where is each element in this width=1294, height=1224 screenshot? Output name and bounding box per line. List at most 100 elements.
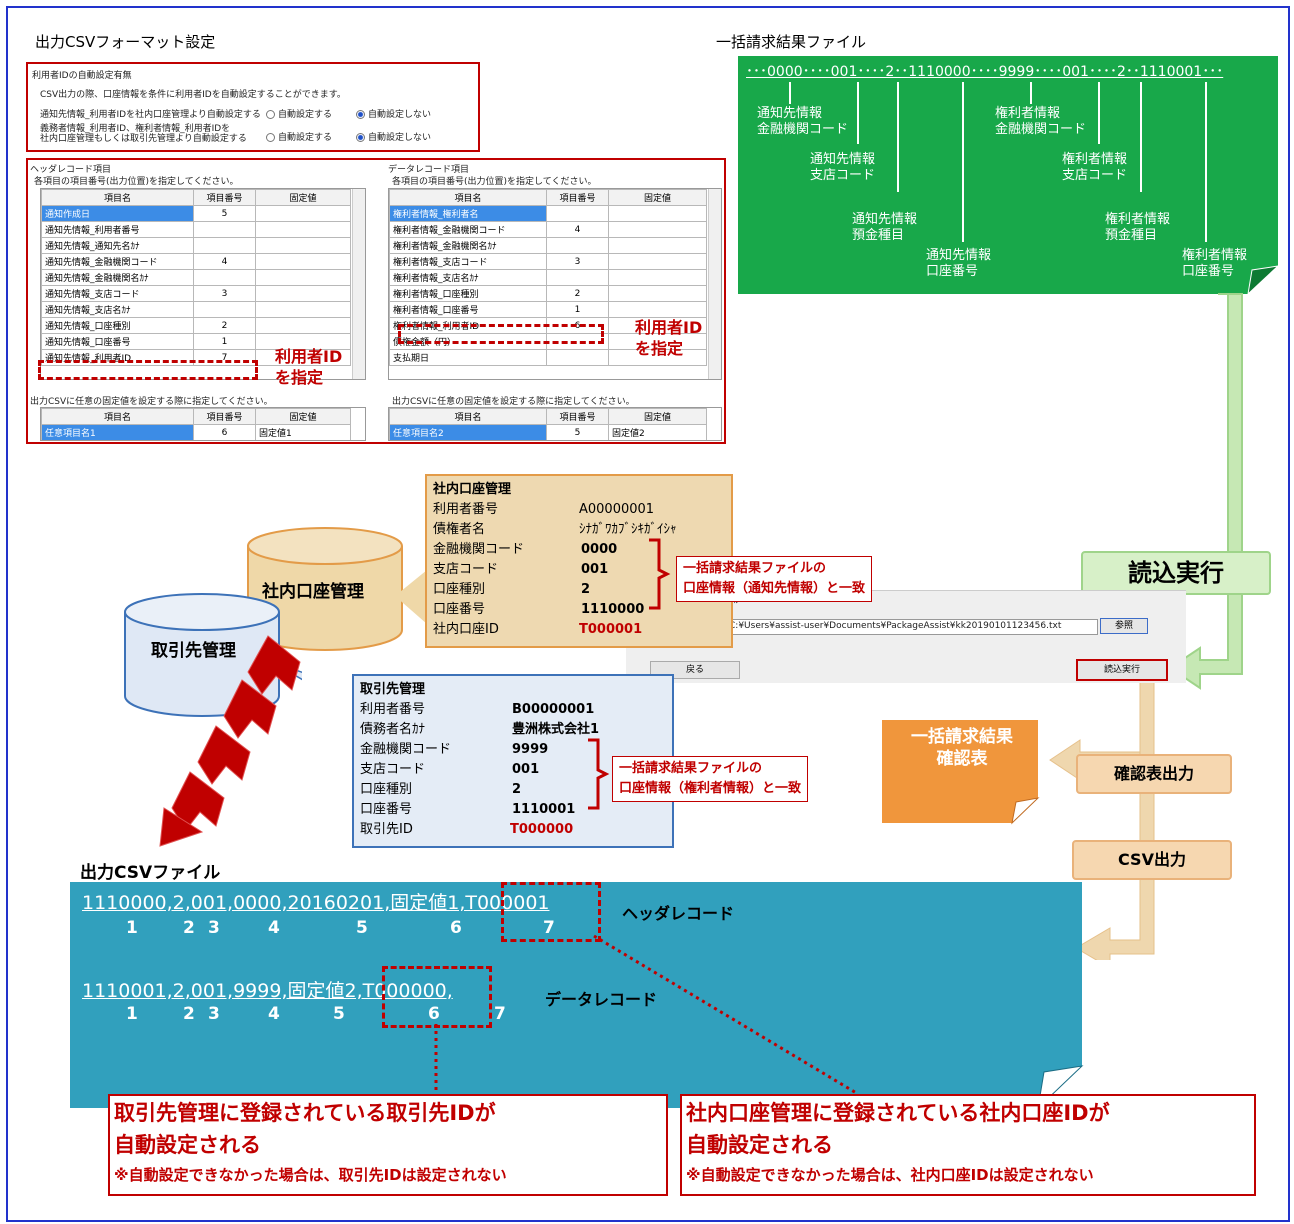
brace-icon bbox=[649, 538, 671, 610]
cell[interactable]: 固定値1 bbox=[255, 424, 351, 440]
confirm-output-label: 確認表出力 bbox=[1076, 754, 1232, 794]
csv-num: 1 bbox=[126, 918, 138, 938]
header-sub: 各項目の項目番号(出力位置)を指定してください。 bbox=[34, 177, 239, 187]
table-row[interactable]: 権利者情報_金融機関名ｶﾅ bbox=[389, 237, 707, 254]
partner-value: 豊洲株式会社1 bbox=[512, 722, 600, 737]
header-fixed-sub: 出力CSVに任意の固定値を設定する際に指定してください。 bbox=[30, 397, 273, 407]
col-number: 項目番号 bbox=[546, 189, 609, 206]
table-row[interactable]: 通知先情報_金融機関名ｶﾅ bbox=[41, 269, 351, 286]
file-path-input[interactable]: C:¥Users¥assist-user¥Documents¥PackageAs… bbox=[726, 619, 1098, 635]
header-scrollbar[interactable] bbox=[352, 189, 365, 379]
note-line: 取引先管理に登録されている取引先IDが bbox=[114, 1101, 496, 1125]
data-scrollbar[interactable] bbox=[708, 189, 721, 379]
internal-id-note: 社内口座管理に登録されている社内口座IDが 自動設定される ※自動設定できなかっ… bbox=[680, 1094, 1256, 1196]
note-line: ※自動設定できなかった場合は、取引先IDは設定されない bbox=[114, 1166, 507, 1184]
outer-frame bbox=[6, 6, 1290, 1222]
partner-value: 1110001 bbox=[512, 802, 576, 817]
note-line: ※自動設定できなかった場合は、社内口座IDは設定されない bbox=[686, 1166, 1094, 1184]
col-name: 項目名 bbox=[389, 408, 547, 425]
col-number: 項目番号 bbox=[546, 408, 609, 425]
partner-title: 取引先管理 bbox=[360, 682, 426, 697]
partner-row: 支店コード bbox=[360, 762, 426, 777]
partner-db-label: 取引先管理 bbox=[151, 641, 236, 661]
cell[interactable]: 6 bbox=[193, 424, 256, 440]
label-notice-bank: 通知先情報金融機関コード bbox=[757, 106, 849, 137]
partner-value: T000000 bbox=[510, 822, 574, 837]
auto-heading: 利用者IDの自動設定有無 bbox=[32, 71, 132, 81]
internal-value: 1110000 bbox=[581, 602, 645, 617]
internal-row: 債権者名 bbox=[433, 522, 486, 537]
auto-row1-off[interactable]: 自動設定しない bbox=[356, 107, 431, 120]
pointer-line bbox=[1098, 82, 1100, 144]
partner-value: 001 bbox=[512, 762, 540, 777]
csv-header-id-highlight bbox=[501, 882, 601, 942]
partner-id-note: 取引先管理に登録されている取引先IDが 自動設定される ※自動設定できなかった場… bbox=[108, 1094, 668, 1196]
auto-row1-on[interactable]: 自動設定する bbox=[266, 107, 332, 120]
pointer-line bbox=[789, 82, 791, 104]
pointer-line bbox=[962, 82, 964, 242]
col-number: 項目番号 bbox=[193, 408, 256, 425]
data-fixed-sub: 出力CSVに任意の固定値を設定する際に指定してください。 bbox=[392, 397, 635, 407]
auto-row2-off[interactable]: 自動設定しない bbox=[356, 130, 431, 143]
csv-num: 5 bbox=[356, 918, 368, 938]
csv-num: 3 bbox=[208, 918, 220, 938]
pointer-line bbox=[897, 82, 899, 192]
read-exec-label: 読込実行 bbox=[1081, 551, 1271, 595]
pointer-line bbox=[857, 82, 859, 144]
internal-value: 001 bbox=[581, 562, 609, 577]
table-row[interactable]: 権利者情報_権利者名 bbox=[389, 205, 707, 222]
internal-value: ｼﾅｶﾞﾜｶﾌﾞｼｷｶﾞｲｼｬ bbox=[579, 522, 677, 537]
pointer-line bbox=[1205, 82, 1207, 242]
data-userid-highlight bbox=[398, 324, 604, 344]
csv-num: 6 bbox=[450, 918, 462, 938]
csv-num: 7 bbox=[494, 1004, 506, 1024]
read-exec-button[interactable]: 読込実行 bbox=[1076, 659, 1168, 681]
brace-icon bbox=[588, 738, 610, 810]
cell[interactable]: 固定値2 bbox=[608, 424, 707, 440]
csv-num: 7 bbox=[543, 918, 555, 938]
internal-row: 支店コード bbox=[433, 562, 499, 577]
partner-match-label: 一括請求結果ファイルの口座情報（権利者情報）と一致 bbox=[612, 756, 809, 802]
table-row[interactable]: 支払期日 bbox=[389, 349, 707, 366]
auto-setting-panel: 利用者IDの自動設定有無 CSV出力の際、口座情報を条件に利用者IDを自動設定す… bbox=[26, 62, 480, 152]
csv-output-label: CSV出力 bbox=[1072, 840, 1232, 880]
auto-row2-on[interactable]: 自動設定する bbox=[266, 130, 332, 143]
csv-data-record-name: データレコード bbox=[545, 990, 658, 1009]
confirm-doc bbox=[882, 720, 1040, 825]
csv-header-record-name: ヘッダレコード bbox=[622, 904, 735, 923]
internal-row: 金融機関コード bbox=[433, 542, 525, 557]
label-right-type: 権利者情報預金種目 bbox=[1105, 212, 1171, 243]
cell[interactable] bbox=[255, 349, 351, 366]
label-notice-branch: 通知先情報支店コード bbox=[810, 152, 876, 183]
partner-value: 9999 bbox=[512, 742, 549, 757]
red-chevron-arrow bbox=[159, 635, 301, 847]
partner-row: 利用者番号 bbox=[360, 702, 426, 717]
csv-num: 4 bbox=[268, 1004, 280, 1024]
note-line: 自動設定される bbox=[114, 1133, 261, 1157]
internal-value: 2 bbox=[581, 582, 591, 597]
csv-data-line: 1110001,2,001,9999,固定値2,T000000, bbox=[82, 980, 453, 1002]
cell[interactable]: 任意項目名2 bbox=[389, 424, 547, 440]
csv-title: 出力CSVファイル bbox=[80, 863, 221, 883]
settings-title: 出力CSVフォーマット設定 bbox=[35, 33, 216, 51]
auto-row2-label: 義務者情報_利用者ID、権利者情報_利用者IDを社内口座管理もしくは取引先管理よ… bbox=[40, 124, 247, 144]
cell[interactable] bbox=[608, 349, 707, 366]
cell[interactable]: 5 bbox=[546, 424, 609, 440]
csv-num: 5 bbox=[333, 1004, 345, 1024]
cell[interactable]: 任意項目名1 bbox=[41, 424, 194, 440]
browse-button[interactable]: 参照 bbox=[1100, 618, 1148, 634]
result-record-line: ･･･0000････001････2･･1110000････9999････… bbox=[746, 64, 1224, 80]
label-right-account: 権利者情報口座番号 bbox=[1182, 248, 1248, 279]
